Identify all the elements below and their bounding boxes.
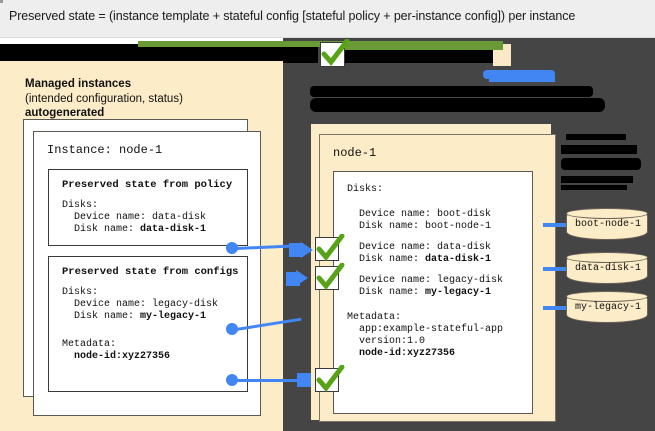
disk-my-legacy-1: my-legacy-1	[566, 291, 648, 323]
caption-corner-nub	[0, 0, 3, 3]
runtime-boot-device: Device name: boot-disk	[347, 209, 492, 220]
top-checkmark-box	[320, 39, 350, 67]
policy-disks-label: Disks:	[62, 200, 99, 211]
runtime-data-device: Device name: data-disk	[347, 242, 492, 253]
disk-cap	[566, 208, 648, 219]
runtime-data-disk: Disk name: data-disk-1	[347, 254, 492, 265]
preserved-state-configs-card: Preserved state from configs Disks: Devi…	[48, 256, 248, 392]
redaction-line-3	[561, 158, 641, 170]
disk-cap	[566, 291, 648, 302]
configs-disks-label: Disks:	[62, 287, 99, 298]
checkbox-legacy-disk	[315, 263, 345, 290]
disk-boot-node-1: boot-node-1	[566, 208, 648, 240]
configs-card-title: Preserved state from configs	[62, 266, 239, 278]
disk-connector-legacy	[543, 306, 568, 310]
disk-label: my-legacy-1	[574, 302, 641, 313]
connector-square-metadata	[297, 373, 311, 387]
connector-dot-configs-disk	[226, 323, 238, 335]
redaction-bar-top-far-right	[512, 44, 655, 63]
instance-card-title: Instance: node-1	[47, 143, 163, 157]
redaction-bar-top-left	[0, 44, 318, 63]
managed-instances-autogenerated: autogenerated	[25, 107, 105, 119]
runtime-legacy-disk: Disk name: my-legacy-1	[347, 287, 492, 298]
configs-device-name: Device name: legacy-disk	[62, 299, 219, 310]
redaction-block-a	[310, 86, 593, 97]
redaction-blue-scribble-1	[483, 70, 555, 79]
runtime-node-title: node-1	[333, 146, 377, 160]
managed-instances-title: Managed instances	[25, 78, 132, 90]
policy-card-title: Preserved state from policy	[62, 179, 233, 191]
check-icon	[316, 234, 345, 261]
configs-disk-name: Disk name: my-legacy-1	[62, 311, 207, 322]
redaction-block-b	[310, 98, 605, 112]
configs-metadata-label: Metadata:	[62, 339, 117, 350]
managed-instances-subtitle: (intended configuration, status)	[25, 92, 183, 105]
connector-square-policy	[289, 243, 303, 257]
checkbox-metadata-nodeid	[315, 365, 345, 392]
check-icon	[316, 263, 345, 290]
check-icon	[321, 39, 350, 66]
caption-band: Preserved state = (instance template + s…	[0, 0, 655, 38]
configs-metadata-value: node-id:xyz27356	[62, 351, 171, 362]
checkbox-data-disk	[315, 234, 345, 261]
preserved-state-policy-card: Preserved state from policy Disks: Devic…	[48, 169, 248, 246]
disk-data-disk-1: data-disk-1	[566, 252, 648, 284]
redaction-line-5	[561, 185, 627, 190]
redaction-blue-scribble-2	[489, 76, 555, 82]
runtime-metadata-nodeid: node-id:xyz27356	[347, 348, 456, 359]
redaction-line-2	[561, 145, 637, 154]
runtime-detail-card: Disks: Device name: boot-disk Disk name:…	[333, 171, 533, 414]
instance-card: Instance: node-1 Preserved state from po…	[33, 131, 261, 416]
disk-label: data-disk-1	[574, 263, 641, 274]
runtime-metadata-version: version:1.0	[347, 336, 426, 347]
connector-dot-metadata	[226, 374, 238, 386]
disk-cap	[566, 252, 648, 263]
policy-device-name: Device name: data-disk	[62, 212, 207, 223]
redaction-green-bar-2	[345, 43, 503, 50]
disk-connector-boot	[543, 223, 568, 227]
diagram-canvas: Managed instances (intended configuratio…	[0, 38, 655, 431]
caption-text: Preserved state = (instance template + s…	[9, 9, 576, 23]
runtime-legacy-device: Device name: legacy-disk	[347, 275, 504, 286]
check-icon	[316, 365, 345, 392]
runtime-metadata-app: app:example-stateful-app	[347, 324, 504, 335]
managed-instances-heading: Managed instances (intended configuratio…	[25, 77, 275, 121]
connector-arrow-policy	[301, 242, 313, 258]
runtime-disks-label: Disks:	[347, 184, 384, 195]
disk-label: boot-node-1	[574, 219, 641, 230]
disk-connector-data	[543, 267, 568, 271]
connector-line-metadata	[236, 379, 306, 382]
runtime-boot-disk: Disk name: boot-node-1	[347, 221, 492, 232]
connector-dot-policy	[226, 242, 238, 254]
connector-square-configs-disk	[286, 272, 300, 286]
redaction-line-1	[566, 134, 626, 140]
runtime-metadata-label: Metadata:	[347, 312, 402, 323]
redaction-line-4	[561, 176, 633, 183]
policy-disk-name: Disk name: data-disk-1	[62, 224, 207, 235]
